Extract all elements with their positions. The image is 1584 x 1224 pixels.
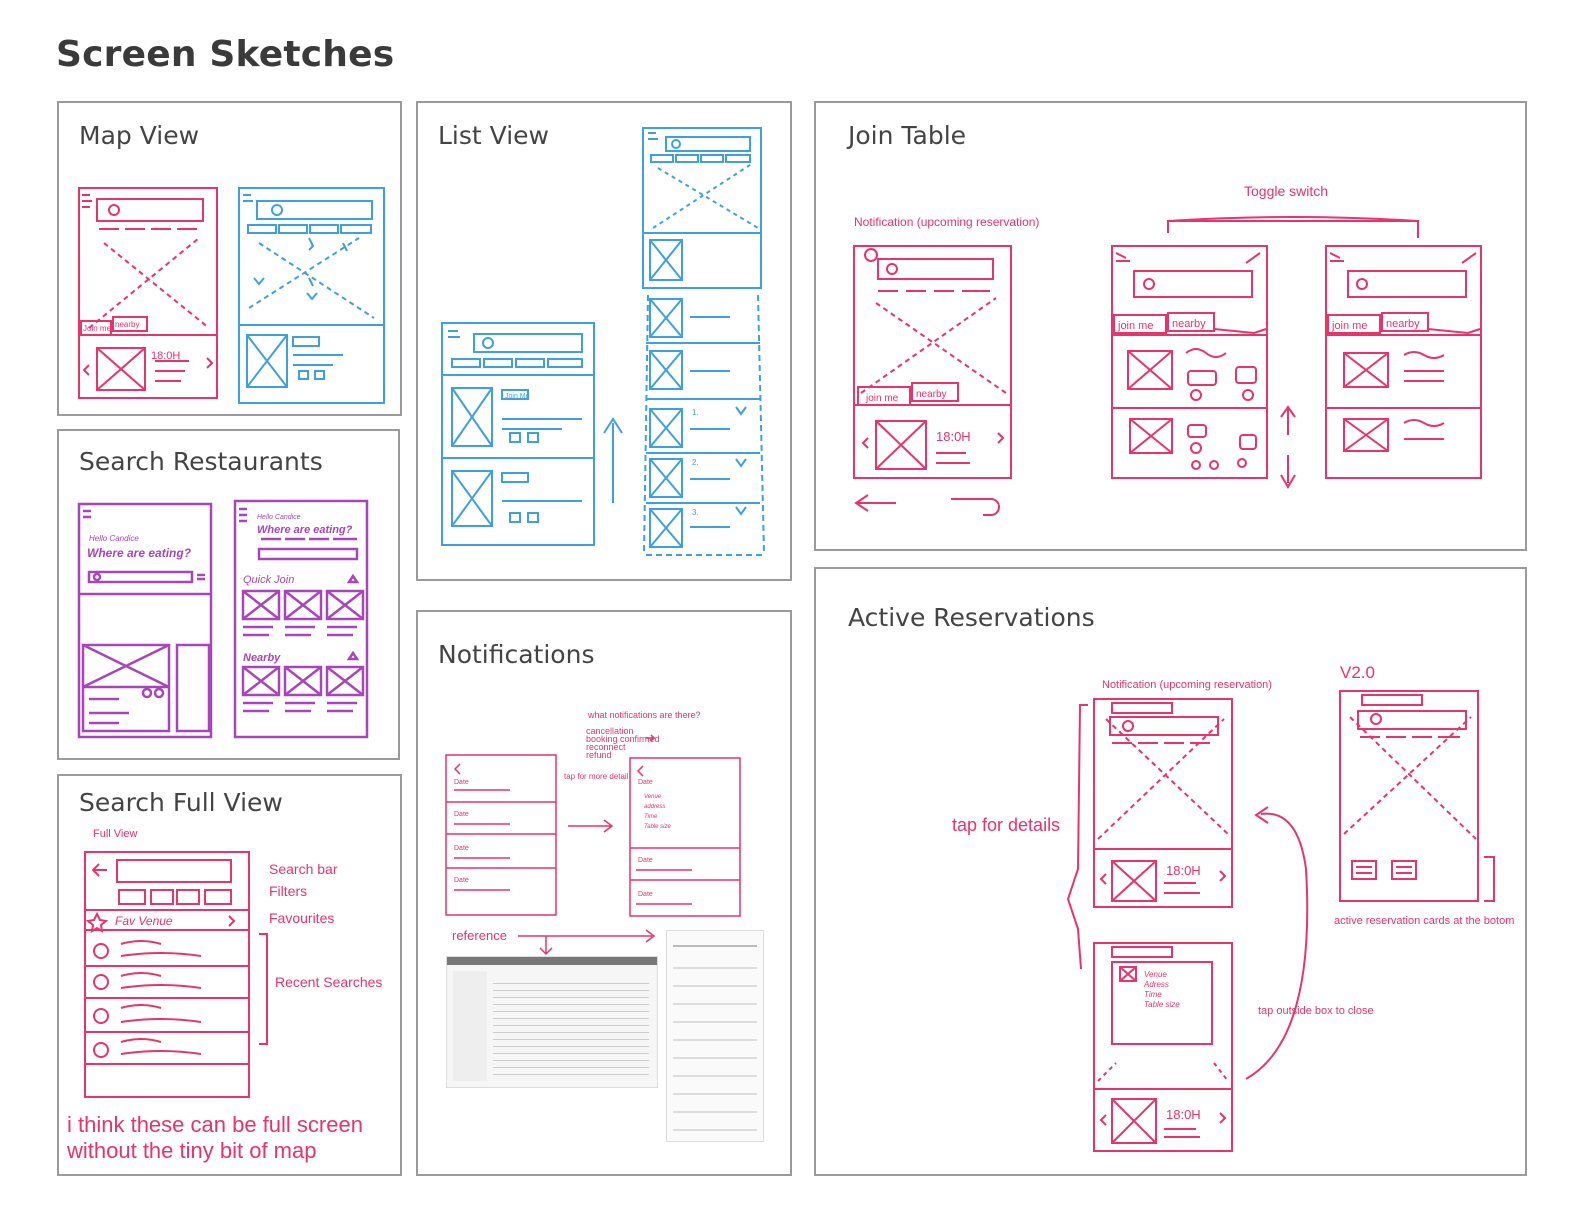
join-table-sketch: join me nearby join me nearby join me ne… [853, 216, 1482, 516]
note-type-1: cancellation [586, 726, 634, 736]
restaurants-greeting-1: Hello Candice [89, 534, 139, 543]
popup-time: Time [1144, 990, 1162, 999]
scroll-up-arrow [603, 417, 623, 503]
panel-list-view: List View [416, 101, 792, 581]
search-full-sketch: Fav Venue [84, 851, 268, 1098]
restaurants-quick-join: Quick Join [243, 574, 294, 586]
list-item-number-3: 3. [692, 508, 699, 517]
panel-notifications: Notifications what notifications are the… [416, 610, 792, 1176]
panel-active-reservations: Active Reservations Notification (upcomi… [814, 567, 1527, 1176]
restaurants-question-1: Where are eating? [87, 546, 192, 560]
list-item-number-2: 2. [692, 458, 699, 467]
active-note-notification: Notification (upcoming reservation) [1102, 679, 1272, 691]
list-sketch-tall [642, 127, 765, 556]
panel-title: Notifications [438, 640, 595, 669]
reference-sidebar [453, 971, 487, 1081]
notif-detail-date-1: Date [638, 779, 653, 786]
note-what-notifications: what notifications are there? [588, 710, 701, 720]
join-tab-join-1: join me [865, 393, 899, 404]
join-tab-nearby-3: nearby [1386, 318, 1420, 330]
notif-date-2: Date [454, 811, 469, 818]
panel-title: Active Reservations [848, 603, 1095, 632]
restaurants-nearby: Nearby [243, 652, 281, 664]
note-type-3: reconnect [586, 742, 626, 752]
map-tab-nearby: nearby [115, 320, 139, 329]
notif-date-1: Date [454, 779, 469, 786]
panel-title: Search Restaurants [79, 447, 323, 476]
note-tap-more: tap for more detail [564, 772, 629, 781]
notif-detail-date-2: Date [638, 857, 653, 864]
notif-detail-time: Time [644, 814, 658, 820]
active-card-time-1: 18:0H [1166, 863, 1201, 878]
join-tab-nearby-2: nearby [1172, 318, 1206, 330]
list-item-number-1: 1. [692, 408, 699, 417]
join-tab-nearby-1: nearby [916, 389, 947, 400]
reference-feed-list [673, 955, 757, 1131]
reference-screenshot-logs [446, 956, 658, 1088]
map-sketch-blue [238, 187, 385, 404]
list-join-label: Join Me [505, 393, 530, 400]
notif-detail-address: address [644, 804, 665, 810]
restaurants-greeting-2: Hello Candice [257, 514, 301, 521]
notif-date-4: Date [454, 877, 469, 884]
page-title: Screen Sketches [56, 34, 395, 75]
reference-screenshot-feed [666, 930, 764, 1142]
search-restaurants-sketch: Hello Candice Where are eating? Hello Ca… [77, 499, 369, 739]
active-note-tap-details: tap for details [952, 815, 1061, 835]
notifications-sketch: Date Date Date Date Date Venue address T… [445, 734, 741, 956]
label-search-bar: Search bar [269, 861, 338, 877]
panel-map-view: Map View Join me nearby 18:0H [57, 101, 402, 416]
panel-search-full-view: Search Full View Full View Search bar Fi… [57, 774, 402, 1176]
active-note-tap-outside: tap outside box to close [1258, 1005, 1374, 1017]
active-note-cards-bottom: active reservation cards at the botom [1334, 915, 1515, 927]
label-full-view: Full View [93, 828, 138, 840]
reference-feed-tab [673, 945, 757, 947]
panel-title: List View [438, 121, 549, 150]
list-sketch-left [441, 322, 595, 546]
popup-venue: Venue [1144, 970, 1167, 979]
panel-title: Join Table [848, 121, 967, 150]
restaurants-question-2: Where are eating? [257, 524, 353, 536]
fav-venue-label: Fav Venue [115, 914, 173, 928]
label-filters: Filters [269, 883, 308, 899]
join-tab-join-3: join me [1331, 320, 1367, 332]
join-note-notification: Notification (upcoming reservation) [854, 215, 1040, 229]
notif-date-3: Date [454, 845, 469, 852]
popup-address: Adress [1143, 980, 1169, 989]
map-tab-join: Join me [83, 324, 112, 333]
panel-join-table: Join Table Notification (upcoming reserv… [814, 101, 1527, 551]
active-reservations-sketch: 18:0H 18:0H Venue Adress Time Table size [1066, 690, 1495, 1152]
label-recent-searches: Recent Searches [275, 974, 383, 990]
panel-title: Search Full View [79, 788, 283, 817]
join-card-time: 18:0H [936, 429, 971, 444]
note-reference: reference [452, 928, 507, 943]
note-type-4: refund [586, 750, 612, 760]
panel-title: Map View [79, 121, 200, 150]
reference-header-bar [447, 957, 657, 965]
notif-detail-venue: Venue [644, 794, 662, 800]
notif-detail-date-3: Date [638, 891, 653, 898]
reference-table [493, 977, 649, 1077]
comment-full-screen: i think these can be full screen without… [67, 1112, 363, 1163]
note-type-2: booking confirmed [586, 734, 660, 744]
map-card-time: 18:0H [151, 350, 180, 362]
active-card-time-2: 18:0H [1166, 1107, 1201, 1122]
active-note-v2: V2.0 [1340, 663, 1375, 682]
map-sketch-pink [78, 187, 218, 399]
notif-detail-table-size: Table size [644, 824, 671, 830]
popup-table-size: Table size [1144, 1000, 1180, 1009]
label-favourites: Favourites [269, 910, 335, 926]
list-view-sketch: Join Me 1. 2. 3. [441, 127, 765, 556]
map-view-sketch: Join me nearby 18:0H [78, 187, 385, 404]
join-tab-join-2: join me [1117, 320, 1153, 332]
join-note-toggle: Toggle switch [1244, 183, 1329, 199]
panel-search-restaurants: Search Restaurants [57, 429, 400, 760]
